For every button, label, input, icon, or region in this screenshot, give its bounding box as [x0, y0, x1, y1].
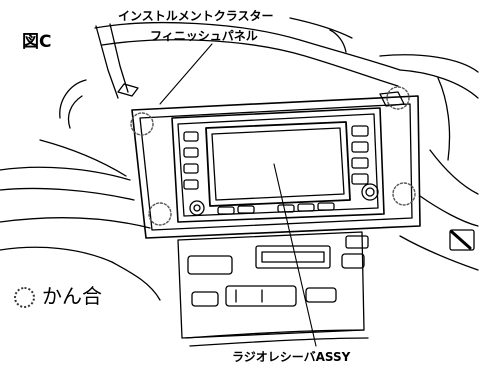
clip-marker-top-right: [386, 86, 410, 110]
clip-marker-bottom-right: [392, 182, 416, 206]
climate-control-panel: [177, 231, 369, 347]
leader-lines: [159, 43, 317, 347]
right-dash-contour: [379, 54, 479, 271]
radio-callout: ラジオレシーバASSY: [232, 350, 351, 364]
left-dash-pillar: [59, 23, 139, 129]
clip-marker-top-left: [130, 112, 154, 136]
clip-marker-bottom-left: [148, 202, 172, 226]
radio-leader-line: [273, 163, 317, 347]
legend-dotted-circle-icon: [14, 287, 35, 308]
radio-unit: [171, 107, 385, 223]
shift-lever-area: [449, 229, 475, 251]
left-dash-sweep: [0, 139, 161, 301]
clip-markers: [130, 86, 416, 226]
legend-text: かん合: [42, 284, 102, 308]
panel-callout-line2: フィニッシュパネル: [150, 29, 258, 43]
figure-label: 図C: [22, 32, 52, 52]
finisher-panel: [131, 95, 421, 239]
panel-callout-line1: インストルメントクラスター: [118, 9, 274, 23]
panel-leader-line: [159, 43, 213, 105]
windshield-top-contour: [94, 17, 401, 87]
